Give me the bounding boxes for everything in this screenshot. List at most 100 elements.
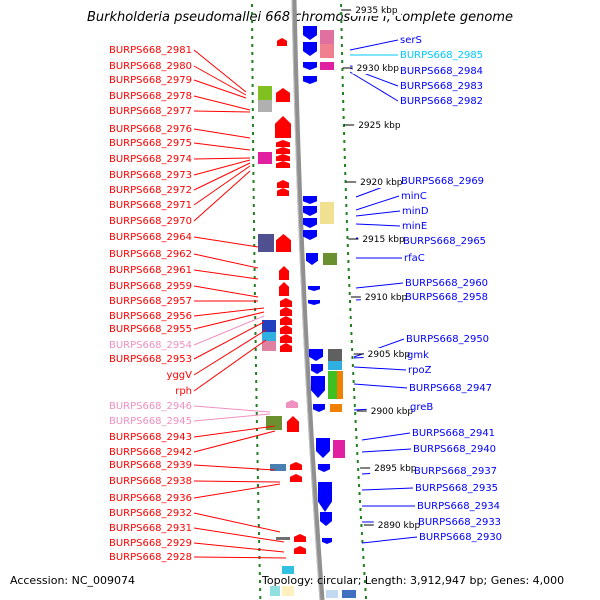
map-title: Burkholderia pseudomallei 668 chromosome… [86, 10, 514, 25]
forward-gene-arrow [280, 334, 292, 343]
left-gene-label: BURPS668_2970 [109, 216, 192, 227]
tick-dot [353, 404, 356, 407]
tick-dot [252, 172, 255, 175]
genome-summary: Topology: circular; Length: 3,912,947 bp… [262, 574, 565, 587]
tick-dot [358, 484, 361, 487]
scale-label: 2910 kbp [365, 293, 408, 303]
reverse-gene-arrow [322, 538, 332, 544]
right-leader-line [353, 383, 408, 389]
left-gene-label: BURPS668_2977 [109, 106, 192, 117]
gene-box [258, 100, 272, 112]
tick-dot [359, 500, 361, 503]
gene-box [320, 44, 334, 58]
left-gene-label: BURPS668_2980 [109, 61, 192, 72]
left-leader-line [193, 159, 251, 176]
tick-dot [342, 108, 345, 111]
tick-dot [359, 516, 362, 519]
left-leader-line [193, 128, 251, 139]
tick-dot [354, 412, 357, 415]
tick-dot [255, 412, 258, 415]
right-gene-label: BURPS668_2983 [400, 81, 483, 92]
tick-dot [359, 508, 362, 511]
forward-gene-arrow [279, 266, 289, 280]
left-gene-label: BURPS668_2978 [109, 91, 192, 102]
accession-label: Accession: NC_009074 [10, 574, 136, 587]
chromosome-backbone [291, 0, 325, 600]
left-gene-label: BURPS668_2971 [109, 200, 192, 211]
left-leader-line [193, 405, 271, 413]
tick-dot [251, 68, 254, 71]
right-gene-label: BURPS668_2933 [418, 517, 501, 528]
left-gene-label: BURPS668_2979 [109, 75, 192, 86]
left-leader-line [193, 311, 265, 330]
left-gene-label: BURPS668_2931 [109, 523, 192, 534]
right-gene-label: gmk [407, 350, 429, 361]
forward-gene-arrow [294, 534, 306, 542]
gene-box [326, 590, 338, 598]
right-gene-label: BURPS668_2937 [414, 466, 497, 477]
scale-label-bg [354, 119, 405, 131]
left-gene-label: rph [175, 386, 192, 397]
tick-dot [251, 52, 254, 55]
left-gene-label: yggV [167, 370, 193, 381]
tick-dot [362, 564, 365, 567]
tick-dot [346, 236, 349, 239]
tick-dot [345, 204, 348, 207]
tick-dot [341, 52, 344, 55]
right-gene-label: rfaC [404, 253, 425, 264]
tick-dot [251, 4, 254, 7]
tick-dot [254, 332, 257, 335]
scale-label-bg [352, 62, 403, 74]
scale-label: 2935 kbp [355, 6, 398, 16]
tick-dot [256, 452, 259, 455]
tick-dot [259, 596, 262, 599]
tick-dot [351, 348, 354, 351]
tick-dot [361, 540, 364, 543]
leader-lines [193, 39, 418, 559]
tick-dot [253, 268, 256, 271]
reverse-gene-arrow [320, 512, 332, 526]
right-gene-label: BURPS668_2930 [419, 532, 502, 543]
right-leader-line [353, 366, 407, 371]
left-gene-label: BURPS668_2976 [109, 124, 192, 135]
left-gene-label: BURPS668_2929 [109, 538, 192, 549]
forward-gene-arrow [280, 307, 292, 316]
left-gene-label: BURPS668_2928 [109, 552, 192, 563]
tick-dot [256, 476, 259, 479]
left-leader-line [193, 157, 251, 160]
right-gene-label: BURPS668_2947 [409, 383, 492, 394]
tick-dot [340, 44, 343, 47]
left-leader-line [193, 285, 259, 298]
reverse-gene-arrow [308, 300, 320, 305]
tick-dot [251, 124, 254, 127]
tick-dot [341, 60, 344, 63]
tick-dot [251, 44, 254, 47]
tick-dot [252, 212, 255, 215]
tick-dot [360, 532, 363, 535]
left-leader-line [193, 315, 265, 346]
right-leader-line [355, 223, 401, 227]
tick-dot [257, 532, 260, 535]
tick-dot [356, 460, 359, 463]
tick-dot [353, 396, 356, 399]
reverse-gene-arrow [309, 349, 323, 361]
tick-dot [355, 428, 358, 431]
tick-dot [251, 84, 254, 87]
left-leader-line [193, 162, 251, 191]
tick-dot [254, 348, 257, 351]
right-gene-label: BURPS668_2984 [400, 66, 483, 77]
left-leader-line [193, 527, 285, 543]
left-gene-label: BURPS668_2974 [109, 154, 192, 165]
tick-dot [255, 420, 258, 423]
forward-gene-arrow [276, 161, 290, 168]
tick-dot [357, 476, 360, 479]
tick-dot [253, 252, 256, 255]
gene-box [337, 371, 343, 399]
gene-box [320, 30, 334, 44]
reverse-gene-arrow [318, 482, 332, 512]
left-gene-label: BURPS668_2981 [109, 45, 192, 56]
gene-box [270, 464, 286, 471]
right-gene-labels: serSBURPS668_2985BURPS668_2984BURPS668_2… [400, 35, 502, 543]
